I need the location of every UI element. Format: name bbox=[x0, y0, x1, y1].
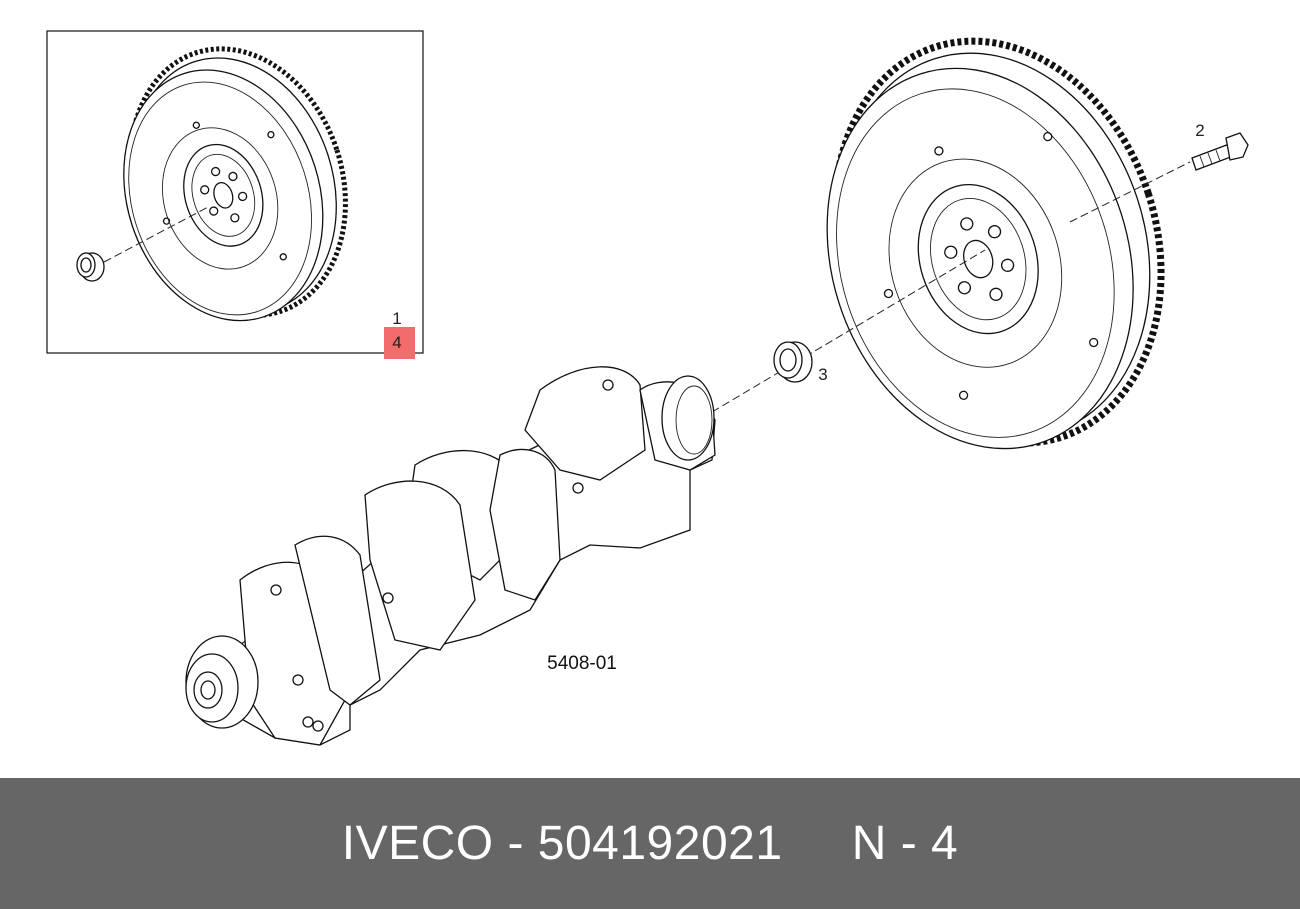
bearing-icon bbox=[76, 252, 105, 282]
drawing-code: 5408-01 bbox=[547, 653, 617, 674]
bolt-callout: 2 bbox=[1195, 121, 1204, 140]
inset-part-number: 1 bbox=[392, 309, 401, 328]
bolt-icon bbox=[1191, 132, 1249, 171]
inset-quantity: 4 bbox=[392, 333, 401, 352]
flywheel-main bbox=[826, 37, 1165, 450]
parts-diagram: 1 4 2 3 bbox=[46, 30, 1249, 746]
inset-panel: 1 4 bbox=[46, 30, 424, 359]
bearing-icon bbox=[773, 341, 813, 383]
part-info-text: IVECO - 504192021 N - 4 bbox=[341, 817, 959, 870]
quantity-highlight bbox=[384, 327, 415, 359]
part-info-footer: IVECO - 504192021 N - 4 bbox=[0, 778, 1300, 909]
bearing-callout: 3 bbox=[818, 365, 827, 384]
flywheel-icon bbox=[123, 46, 348, 322]
crankshaft-icon bbox=[185, 366, 716, 746]
